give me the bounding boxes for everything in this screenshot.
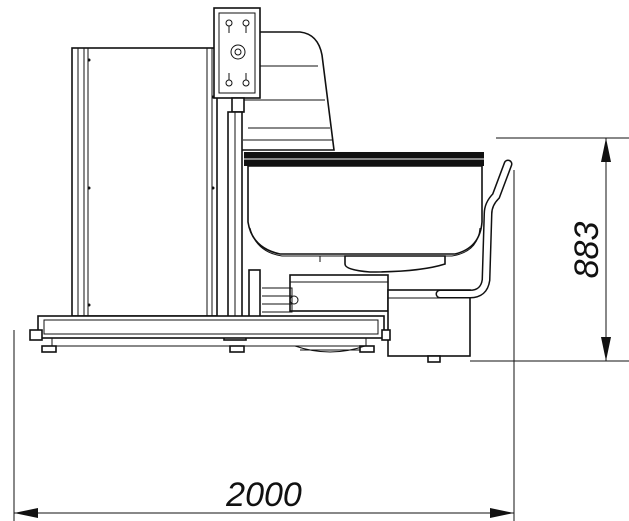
bowl — [247, 165, 483, 273]
height-dimension — [470, 137, 629, 362]
control-panel — [213, 7, 261, 113]
handle-guard — [435, 159, 513, 299]
width-dimension — [13, 170, 515, 521]
height-label: 883 — [568, 222, 606, 279]
base-frame — [29, 315, 391, 353]
bowl-rim — [244, 152, 484, 166]
width-label: 2000 — [225, 476, 302, 514]
rear-frame — [71, 47, 218, 317]
drive-housing — [262, 274, 471, 363]
